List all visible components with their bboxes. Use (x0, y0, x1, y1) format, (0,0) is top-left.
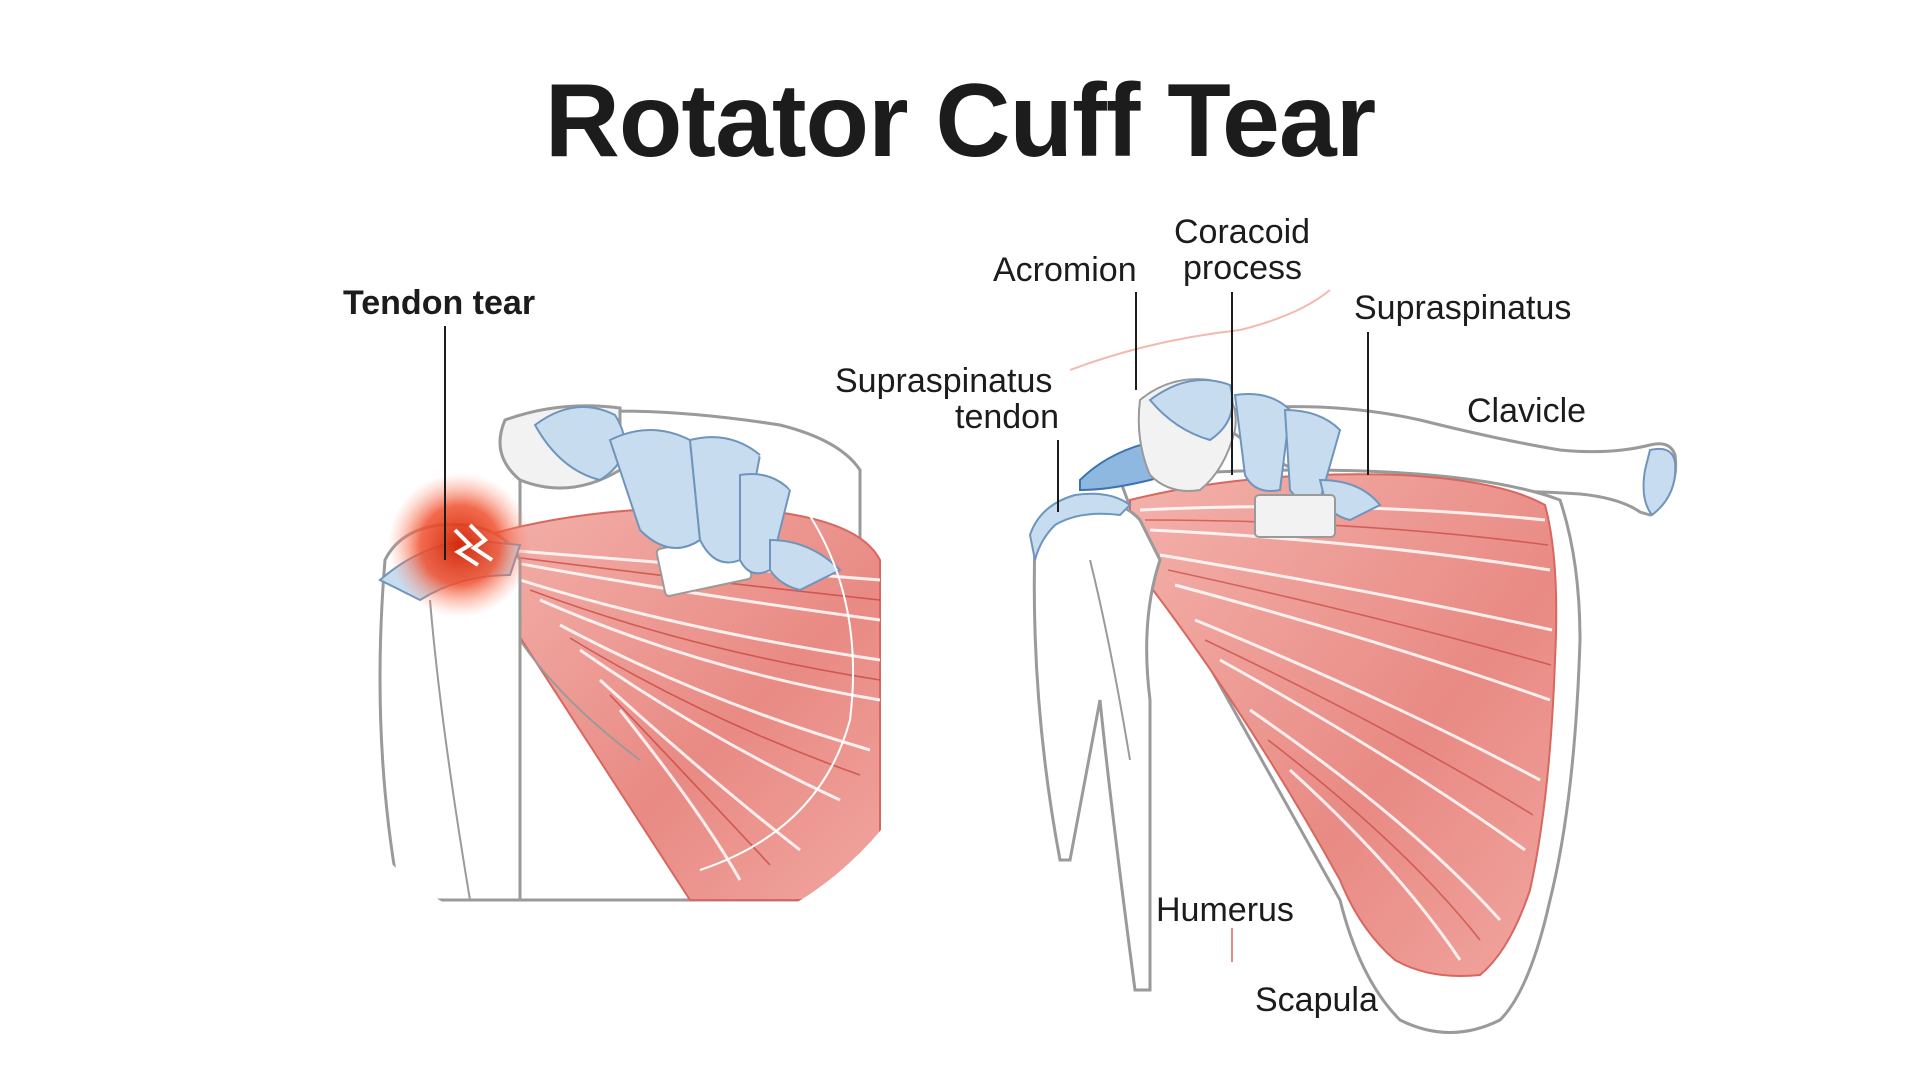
label-supraspinatus: Supraspinatus (1354, 289, 1571, 327)
right-muscle-fibers (1139, 505, 1553, 961)
right-ligaments (1148, 379, 1382, 522)
label-acromion: Acromion (993, 251, 1137, 289)
label-coracoid-line2: process (1183, 249, 1302, 287)
label-supraspinatus-tendon-line2: tendon (955, 398, 1059, 436)
left-ligaments (533, 406, 842, 592)
inflammation-highlight (388, 473, 532, 617)
label-supraspinatus-tendon-line1: Supraspinatus (835, 362, 1052, 400)
left-shoulder-closeup: Tendon tear (343, 284, 881, 902)
supraspinatus-tendon (1028, 492, 1132, 561)
right-bone-block (1254, 494, 1336, 538)
label-clavicle: Clavicle (1467, 392, 1586, 430)
right-muscle (1129, 473, 1558, 977)
right-shoulder: Coracoid process Acromion Supraspinatus … (835, 213, 1678, 1034)
label-coracoid-line1: Coracoid (1174, 213, 1310, 251)
label-humerus: Humerus (1156, 891, 1294, 929)
tear-marks (453, 523, 494, 567)
humerus-bone (1032, 498, 1162, 992)
skin-outline (1069, 289, 1331, 371)
page-title: Rotator Cuff Tear (544, 63, 1376, 179)
clavicle-end-cartilage (1642, 447, 1677, 517)
label-tendon-tear: Tendon tear (343, 284, 535, 322)
label-scapula: Scapula (1255, 981, 1378, 1019)
